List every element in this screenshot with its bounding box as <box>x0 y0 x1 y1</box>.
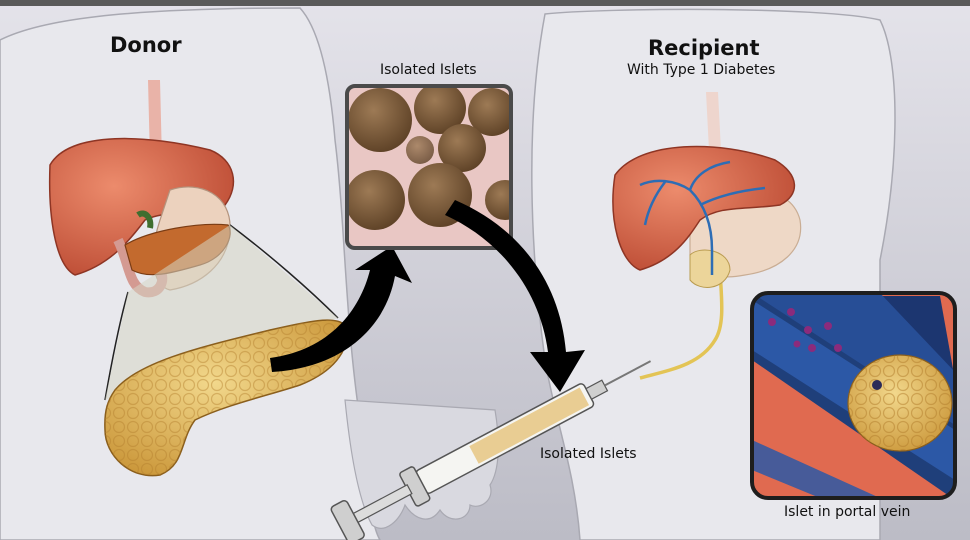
top-edge <box>0 0 970 6</box>
recipient-title: Recipient <box>648 36 760 60</box>
portal-vein-label: Islet in portal vein <box>784 504 910 520</box>
isolated-islets-label-top: Isolated Islets <box>380 62 477 78</box>
recipient-subtitle: With Type 1 Diabetes <box>627 62 775 78</box>
isolated-islets-micrograph <box>345 82 525 248</box>
donor-title: Donor <box>110 33 182 57</box>
portal-vein-inset <box>752 293 955 500</box>
isolated-islets-label-syringe: Isolated Islets <box>540 446 637 462</box>
